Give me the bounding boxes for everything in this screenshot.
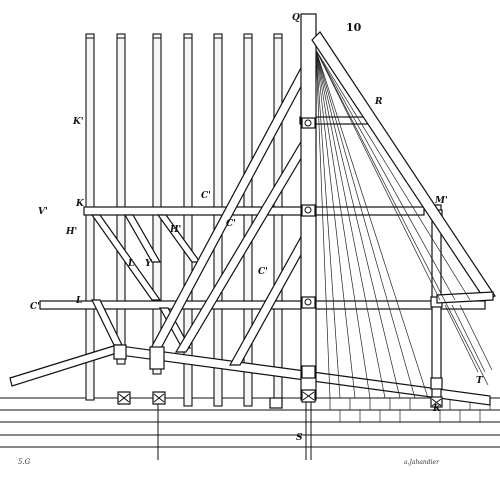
label-K: K xyxy=(75,199,85,209)
horizontal-ledgers xyxy=(39,116,486,310)
label-H2: H' xyxy=(169,225,181,235)
label-K1: K' xyxy=(72,117,84,127)
label-C1: C' xyxy=(201,191,211,201)
label-Kb: K xyxy=(432,404,442,414)
rafter-R xyxy=(311,31,496,304)
label-Cpr: C' xyxy=(30,302,40,312)
scaffold-poles xyxy=(85,33,283,407)
label-L2: L xyxy=(75,296,82,306)
label-L1: L xyxy=(127,259,134,269)
label-C2: C' xyxy=(226,219,236,229)
label-C3: C' xyxy=(258,267,268,277)
label-R: R xyxy=(374,97,383,107)
label-Mpr: M' xyxy=(434,196,448,206)
right-post xyxy=(430,204,443,408)
central-mast xyxy=(300,13,317,403)
label-Y: Y xyxy=(145,259,153,269)
ground-rods xyxy=(157,402,312,460)
label-H1: H' xyxy=(65,227,77,237)
rod-fan xyxy=(315,49,489,399)
label-V: V' xyxy=(38,207,48,217)
label-Q: Q xyxy=(292,13,300,23)
label-T: T xyxy=(476,376,484,386)
figure-number: 10 xyxy=(346,21,362,34)
right-fill-lines xyxy=(444,304,493,373)
engraver-credit: a.Jahandier xyxy=(404,459,440,466)
post-footings xyxy=(113,344,442,409)
figure-labels: Q 10 R K' K V' H' H' C' C' C' C' L Y L M… xyxy=(30,13,484,443)
corner-mark: 5.G xyxy=(18,458,31,466)
label-S: S xyxy=(296,433,303,443)
